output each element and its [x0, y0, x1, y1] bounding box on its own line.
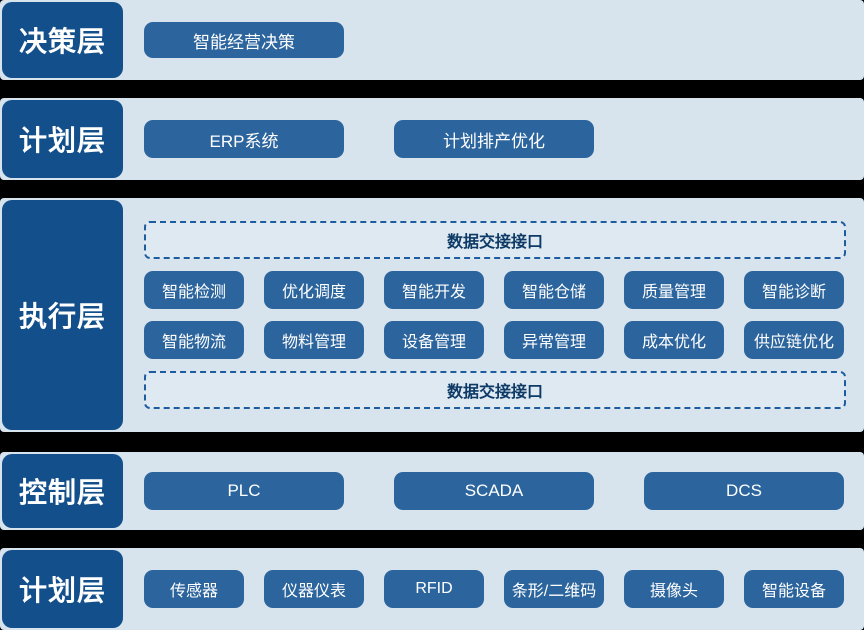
node-supply-chain-optimization: 供应链优化	[744, 321, 844, 359]
node-smart-business-decision: 智能经营决策	[144, 22, 344, 58]
node-scada: SCADA	[394, 472, 594, 510]
node-smart-inspection: 智能检测	[144, 271, 244, 309]
node-rfid: RFID	[384, 570, 484, 608]
node-camera: 摄像头	[624, 570, 724, 608]
layer-row-device: 计划层 传感器 仪器仪表 RFID 条形/二维码 摄像头 智能设备	[0, 548, 864, 630]
node-cost-optimization: 成本优化	[624, 321, 724, 359]
data-interface-bottom: 数据交接接口	[144, 371, 846, 409]
node-smart-diagnosis: 智能诊断	[744, 271, 844, 309]
node-smart-development: 智能开发	[384, 271, 484, 309]
layer-content-execution: 数据交接接口 智能检测 优化调度 智能开发 智能仓储 质量管理 智能诊断 智能物…	[144, 198, 846, 432]
execution-grid-row-2: 智能物流 物料管理 设备管理 异常管理 成本优化 供应链优化	[144, 321, 844, 359]
node-material-management: 物料管理	[264, 321, 364, 359]
execution-grid-row-1: 智能检测 优化调度 智能开发 智能仓储 质量管理 智能诊断	[144, 271, 844, 309]
node-barcode-qrcode: 条形/二维码	[504, 570, 604, 608]
node-smart-logistics: 智能物流	[144, 321, 244, 359]
layer-label-decision: 决策层	[2, 2, 123, 78]
node-instrumentation: 仪器仪表	[264, 570, 364, 608]
layer-row-decision: 决策层 智能经营决策	[0, 0, 864, 80]
node-production-scheduling-optimization: 计划排产优化	[394, 120, 594, 158]
node-quality-management: 质量管理	[624, 271, 724, 309]
layer-label-execution: 执行层	[2, 200, 123, 430]
layer-content-control: PLC SCADA DCS	[144, 452, 846, 530]
node-erp-system: ERP系统	[144, 120, 344, 158]
layer-label-control: 控制层	[2, 454, 123, 528]
layer-label-planning: 计划层	[2, 100, 123, 178]
node-equipment-management: 设备管理	[384, 321, 484, 359]
node-smart-warehousing: 智能仓储	[504, 271, 604, 309]
layer-content-device: 传感器 仪器仪表 RFID 条形/二维码 摄像头 智能设备	[144, 548, 846, 630]
node-sensor: 传感器	[144, 570, 244, 608]
layer-row-control: 控制层 PLC SCADA DCS	[0, 452, 864, 530]
node-smart-device: 智能设备	[744, 570, 844, 608]
node-optimized-dispatch: 优化调度	[264, 271, 364, 309]
layer-row-execution: 执行层 数据交接接口 智能检测 优化调度 智能开发 智能仓储 质量管理 智能诊断…	[0, 198, 864, 432]
node-exception-management: 异常管理	[504, 321, 604, 359]
node-plc: PLC	[144, 472, 344, 510]
layer-content-planning: ERP系统 计划排产优化	[144, 98, 846, 180]
node-dcs: DCS	[644, 472, 844, 510]
layer-row-planning: 计划层 ERP系统 计划排产优化	[0, 98, 864, 180]
data-interface-top: 数据交接接口	[144, 221, 846, 259]
layer-label-device: 计划层	[2, 550, 123, 628]
layer-content-decision: 智能经营决策	[144, 0, 846, 80]
